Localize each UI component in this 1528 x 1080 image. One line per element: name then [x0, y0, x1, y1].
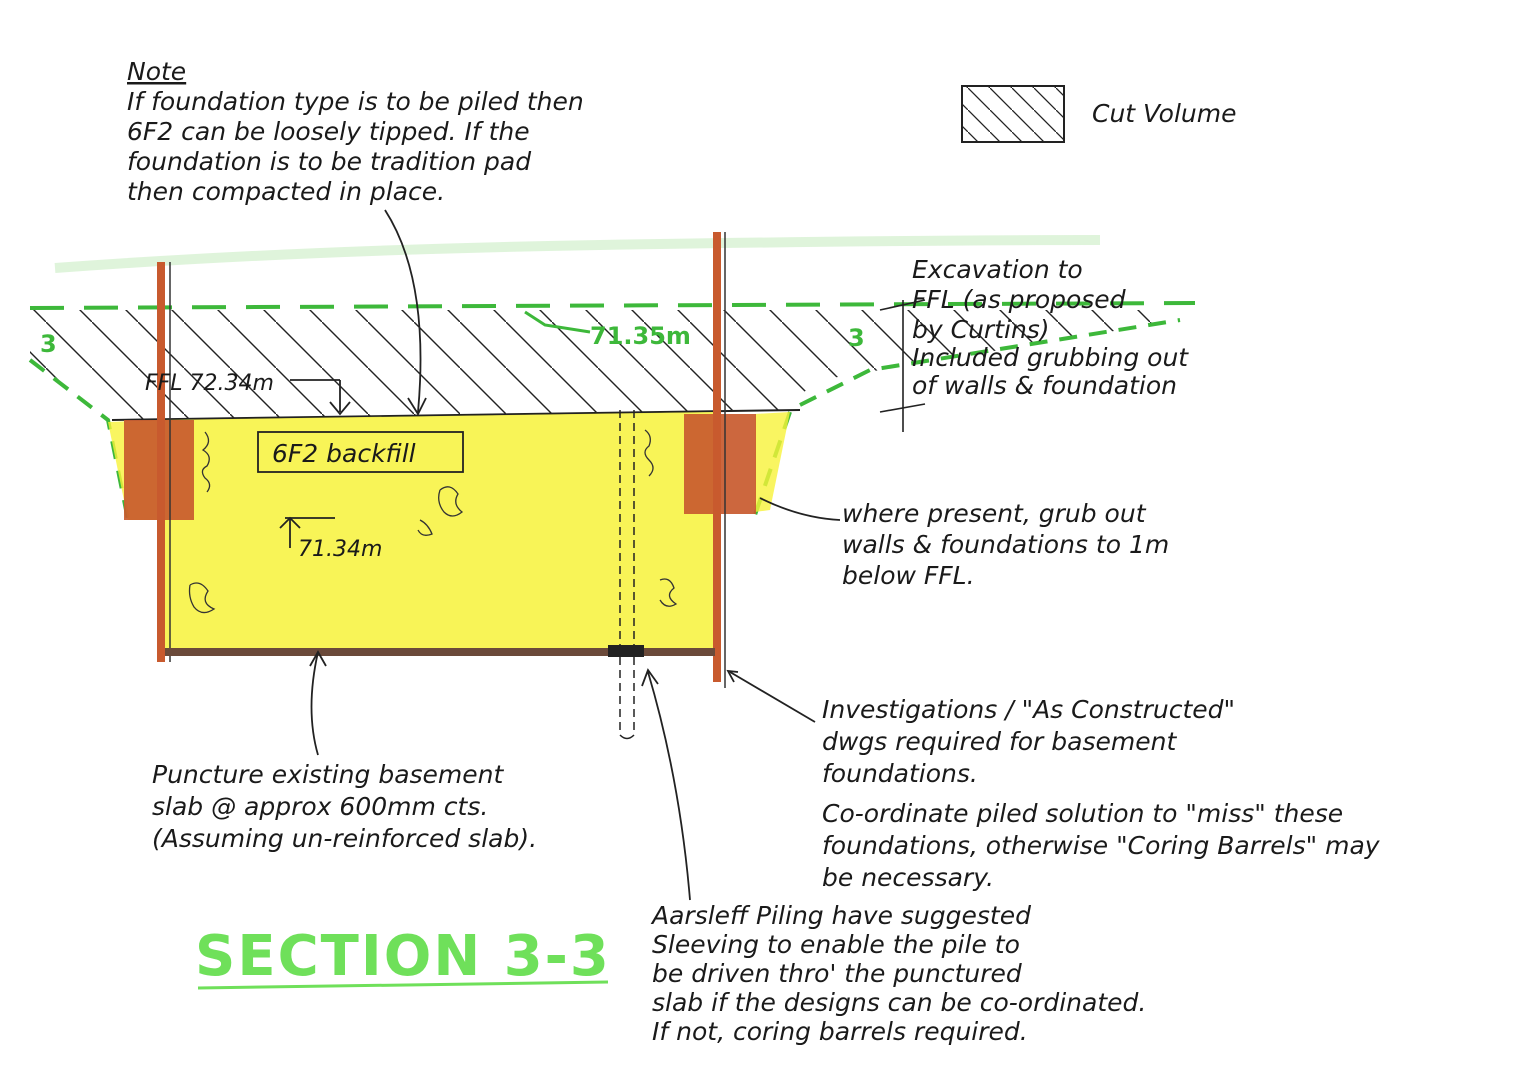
lower-level-marker: [279, 516, 335, 548]
pile-left: [157, 262, 165, 662]
puncture-note-line-3: (Assuming un-reinforced slab).: [152, 824, 537, 853]
grub-note-line-3: below FFL.: [842, 561, 975, 590]
piling-note-line-3: be driven thro' the punctured: [652, 959, 1022, 988]
note-line-3: foundation is to be tradition pad: [127, 147, 531, 176]
ffl-level-marker: [290, 379, 351, 416]
investigation-note-line-2: dwgs required for basement: [822, 727, 1177, 756]
investigation-note-line-3: foundations.: [822, 759, 978, 788]
excavation-note-line-4: Included grubbing out: [912, 343, 1189, 372]
piling-note-line-2: Sleeving to enable the pile to: [652, 930, 1020, 959]
piling-note-line-4: slab if the designs can be co-ordinated.: [652, 988, 1146, 1017]
investigation-leader: [729, 671, 816, 723]
backfill-zone: [160, 412, 715, 652]
grub-note-line-1: where present, grub out: [842, 499, 1147, 528]
backfill-side-right: [755, 412, 790, 512]
legend-label: Cut Volume: [1092, 99, 1237, 128]
section-title-underline: [197, 980, 609, 990]
excavation-note-line-5: of walls & foundation: [912, 371, 1177, 400]
excavation-dimension: [879, 299, 926, 432]
proposed-level-arrow: [524, 310, 591, 334]
piling-note-line-5: If not, coring barrels required.: [652, 1017, 1028, 1046]
investigation-note-line-4: Co-ordinate piled solution to "miss" the…: [822, 799, 1343, 828]
note-heading: Note: [127, 57, 186, 86]
lower-level-label: 71.34m: [298, 537, 382, 562]
pile-right: [713, 232, 721, 682]
investigation-note-line-5: foundations, otherwise "Coring Barrels" …: [822, 831, 1381, 860]
excavation-note-line-3: by Curtins): [912, 315, 1050, 344]
sleeve-pile: [608, 410, 644, 740]
piling-leader: [647, 671, 691, 901]
excavation-note-line-2: FFL (as proposed: [912, 285, 1126, 314]
grub-note-line-2: walls & foundations to 1m: [842, 530, 1169, 559]
backfill-label-box: [257, 431, 464, 473]
note-leader: [384, 209, 422, 413]
ffl-level-label: FFL 72.34m: [145, 371, 274, 396]
note-line-2: 6F2 can be loosely tipped. If the: [127, 117, 530, 146]
excavation-note-line-1: Excavation to: [912, 255, 1083, 284]
existing-ground-faint: [54, 235, 1101, 273]
investigation-note-line-1: Investigations / "As Constructed": [822, 695, 1235, 724]
puncture-note-line-2: slab @ approx 600mm cts.: [152, 792, 488, 821]
puncture-leader: [310, 651, 319, 756]
piling-note-line-1: Aarsleff Piling have suggested: [650, 901, 1031, 930]
grub-leader: [759, 497, 841, 521]
puncture-note-line-1: Puncture existing basement: [152, 760, 504, 789]
note-line-1: If foundation type is to be piled then: [127, 87, 584, 116]
investigation-note-line-6: be necessary.: [822, 863, 994, 892]
basement-slab: [165, 648, 715, 656]
proposed-level-label: 71.35m: [590, 322, 691, 350]
backfill-label: 6F2 backfill: [272, 439, 416, 468]
side-mark-left: 3: [40, 330, 57, 358]
note-line-4: then compacted in place.: [127, 177, 445, 206]
proposed-level-line: [29, 301, 1196, 310]
side-mark-right: 3: [848, 324, 865, 352]
rubble-scribbles: [188, 429, 678, 614]
legend-swatch: [961, 85, 1065, 143]
ffl-line: [111, 409, 801, 421]
section-title: SECTION 3-3: [195, 924, 611, 989]
